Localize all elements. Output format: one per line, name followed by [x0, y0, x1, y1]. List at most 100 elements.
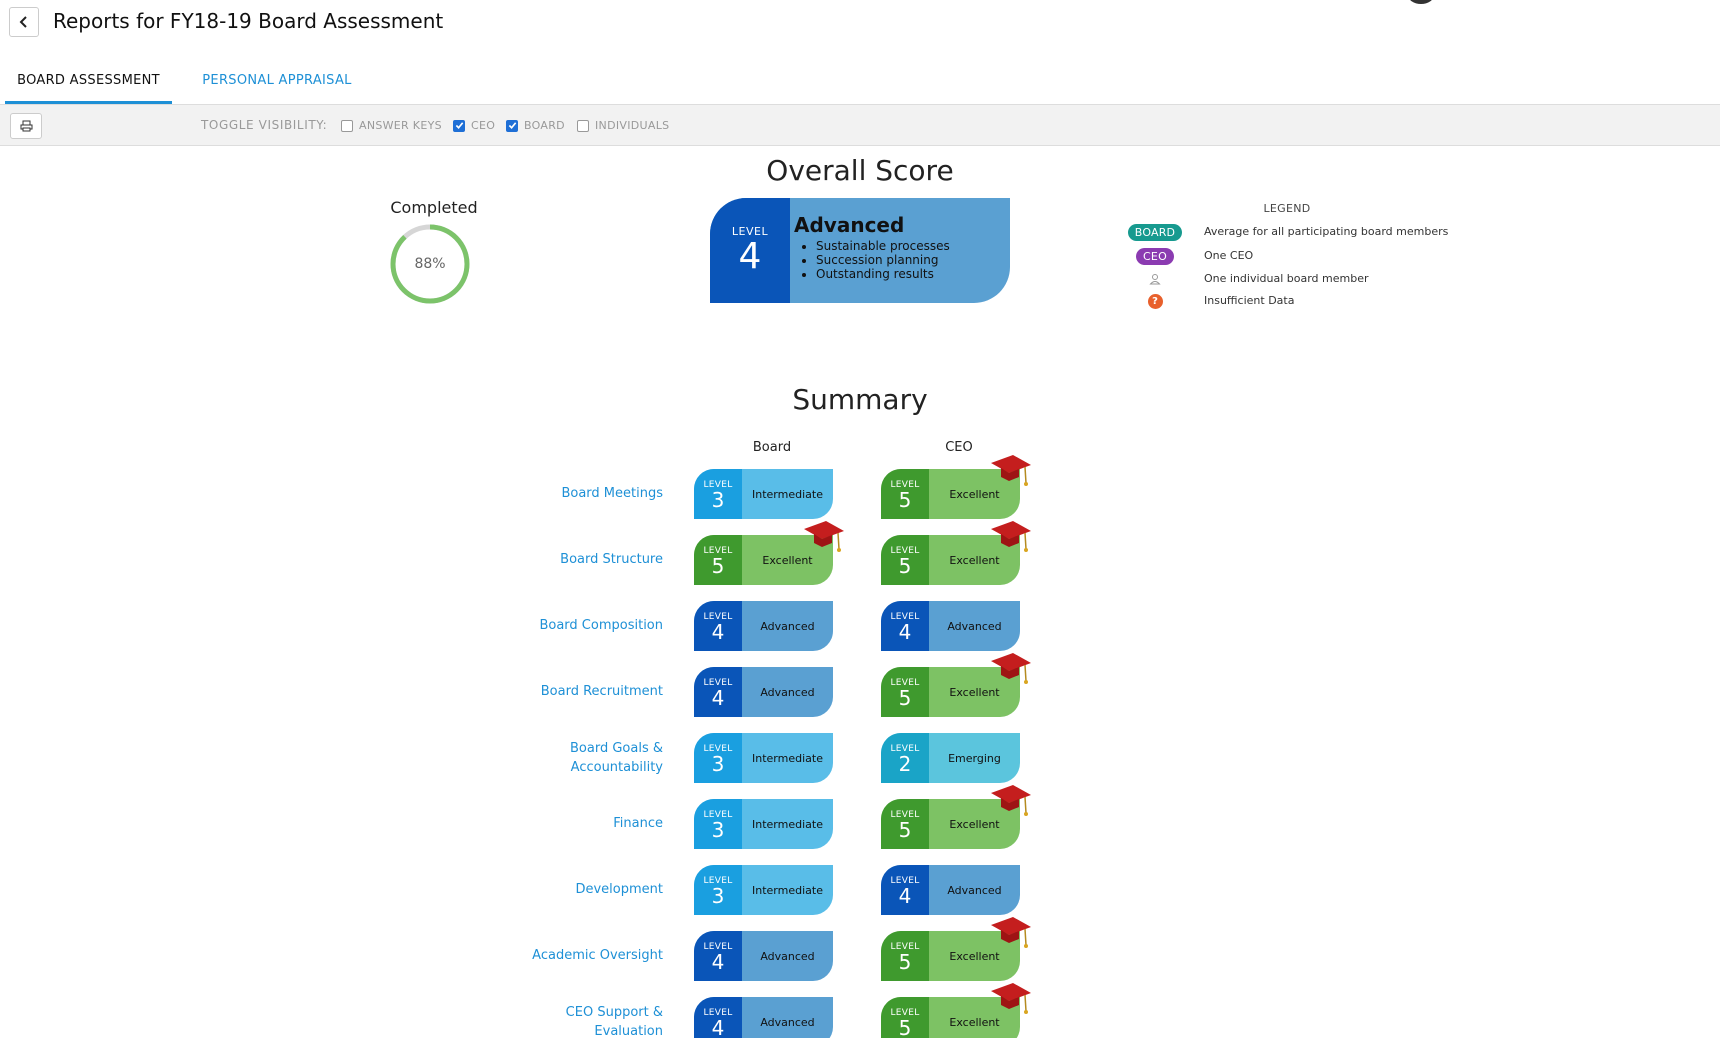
category-link-ceo-support-evaluation[interactable]: CEO Support & Evaluation — [565, 1005, 663, 1038]
checkbox-answer-keys[interactable] — [341, 119, 353, 132]
toggle-board-label: BOARD — [524, 119, 565, 132]
category-link-academic-oversight[interactable]: Academic Oversight — [532, 948, 663, 963]
completion-percent: 88% — [414, 256, 446, 272]
checkbox-ceo[interactable] — [453, 119, 465, 132]
toolbar: TOGGLE VISIBILITY: ANSWER KEYS CEO BOARD… — [0, 104, 1720, 146]
partial-avatar-icon — [1408, 0, 1434, 4]
graduation-cap-icon — [802, 521, 846, 557]
level-label: LEVEL — [703, 810, 733, 820]
overall-bullet: Outstanding results — [816, 267, 950, 281]
overall-score-title: Overall Score — [766, 154, 954, 187]
level-label: LEVEL — [703, 546, 733, 556]
print-button[interactable] — [10, 113, 42, 139]
back-button[interactable] — [9, 7, 39, 37]
category-link-finance[interactable]: Finance — [613, 816, 663, 831]
overall-bullet: Succession planning — [816, 253, 950, 267]
level-name: Advanced — [947, 619, 1002, 633]
board-badge: BOARD — [1127, 223, 1183, 241]
level-number: 3 — [711, 884, 725, 908]
toggle-ceo[interactable]: CEO — [453, 119, 495, 132]
level-name: Excellent — [949, 817, 1000, 831]
level-number: 5 — [898, 1016, 912, 1038]
level-label: LEVEL — [703, 480, 733, 490]
level-number: 5 — [898, 488, 912, 512]
category-link-board-composition[interactable]: Board Composition — [539, 618, 663, 633]
level-name: Intermediate — [752, 487, 823, 501]
tab-bar: BOARD ASSESSMENT PERSONAL APPRAISAL — [0, 56, 1720, 105]
category-link-board-structure[interactable]: Board Structure — [560, 552, 663, 567]
level-name: Excellent — [762, 553, 813, 567]
toggle-answer-keys-label: ANSWER KEYS — [359, 119, 442, 132]
completion-donut — [390, 224, 470, 304]
level-number: 4 — [711, 686, 725, 710]
level-name: Intermediate — [752, 751, 823, 765]
level-name: Excellent — [949, 949, 1000, 963]
level-number: 4 — [898, 620, 912, 644]
level-name: Advanced — [760, 685, 815, 699]
legend-text: One individual board member — [1204, 272, 1369, 285]
column-header-ceo: CEO — [945, 440, 973, 455]
level-name: Emerging — [948, 751, 1001, 765]
checkbox-individuals[interactable] — [577, 119, 589, 132]
toggle-ceo-label: CEO — [471, 119, 496, 132]
level-number: 5 — [898, 818, 912, 842]
graduation-cap-icon — [989, 455, 1033, 491]
level-number: 5 — [898, 686, 912, 710]
legend-item-individual: One individual board member — [1120, 269, 1520, 289]
checkbox-board[interactable] — [506, 119, 518, 132]
graduation-cap-icon — [989, 983, 1033, 1019]
level-label: LEVEL — [890, 612, 920, 622]
level-label: LEVEL — [703, 1008, 733, 1018]
level-label: LEVEL — [890, 744, 920, 754]
legend-text: One CEO — [1204, 249, 1254, 262]
level-number: 5 — [898, 950, 912, 974]
toggle-individuals[interactable]: INDIVIDUALS — [577, 119, 669, 132]
level-label: LEVEL — [890, 678, 920, 688]
level-name: Advanced — [947, 883, 1002, 897]
category-link-board-recruitment[interactable]: Board Recruitment — [540, 684, 663, 699]
level-label: LEVEL — [703, 876, 733, 886]
summary-title: Summary — [792, 383, 928, 416]
legend-item-board: BOARD Average for all participating boar… — [1120, 222, 1520, 242]
overall-level-block: LEVEL 4 — [710, 198, 790, 303]
category-link-development[interactable]: Development — [575, 882, 663, 897]
level-name: Advanced — [760, 1015, 815, 1029]
level-number: 4 — [711, 620, 725, 644]
tab-personal-appraisal[interactable]: PERSONAL APPRAISAL — [202, 73, 352, 88]
level-number: 3 — [711, 488, 725, 512]
tab-board-assessment[interactable]: BOARD ASSESSMENT — [5, 56, 172, 105]
legend-text: Average for all participating board memb… — [1204, 225, 1449, 238]
category-link-board-goals-accountability[interactable]: Board Goals & Accountability — [570, 741, 663, 775]
toggle-board[interactable]: BOARD — [506, 119, 565, 132]
level-number: 4 — [898, 884, 912, 908]
user-icon — [1149, 274, 1161, 285]
overall-bullets: Sustainable processes Succession plannin… — [794, 239, 950, 281]
ceo-badge: CEO — [1136, 247, 1174, 265]
category-link-board-meetings[interactable]: Board Meetings — [561, 486, 663, 501]
level-label: LEVEL — [890, 546, 920, 556]
toggle-answer-keys[interactable]: ANSWER KEYS — [341, 119, 442, 132]
level-label: LEVEL — [890, 942, 920, 952]
overall-score-card: LEVEL 4 Advanced Sustainable processes S… — [710, 198, 1010, 303]
level-name: Excellent — [949, 553, 1000, 567]
printer-icon — [20, 120, 32, 132]
